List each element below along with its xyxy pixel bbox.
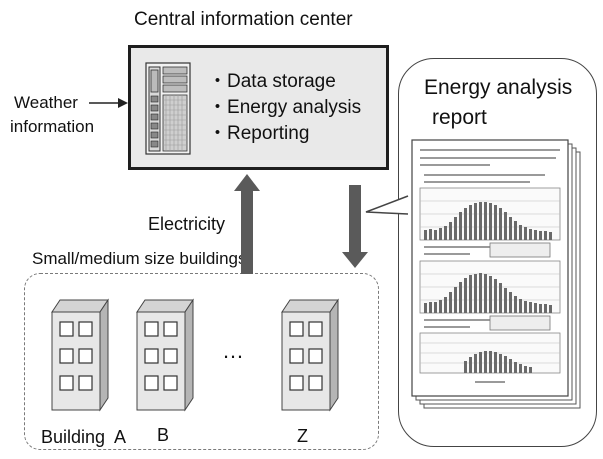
center-title: Central information center: [134, 9, 353, 30]
building-z-label: Z: [297, 426, 308, 446]
weather-label-line1: Weather: [14, 93, 78, 112]
weather-label-line2: information: [10, 117, 95, 136]
buildings-group-title: Small/medium size buildings: [32, 249, 247, 268]
electricity-label: Electricity: [148, 214, 226, 234]
building-b-label: B: [157, 425, 170, 445]
feature-item-data-storage: ・Data storage: [208, 71, 336, 92]
buildings-group-area: [24, 273, 379, 450]
feature-item-reporting: ・Reporting: [208, 123, 310, 144]
report-callout-bubble: [398, 58, 597, 447]
building-a-label: Building A: [41, 427, 127, 447]
report-down-arrow-icon: [342, 185, 368, 268]
feature-item-energy-analysis: ・Energy analysis: [208, 97, 362, 118]
weather-arrow-icon: [89, 98, 128, 108]
report-title-line1: Energy analysis: [424, 76, 573, 99]
more-buildings-ellipsis: …: [222, 338, 246, 363]
report-title-line2: report: [432, 106, 487, 129]
